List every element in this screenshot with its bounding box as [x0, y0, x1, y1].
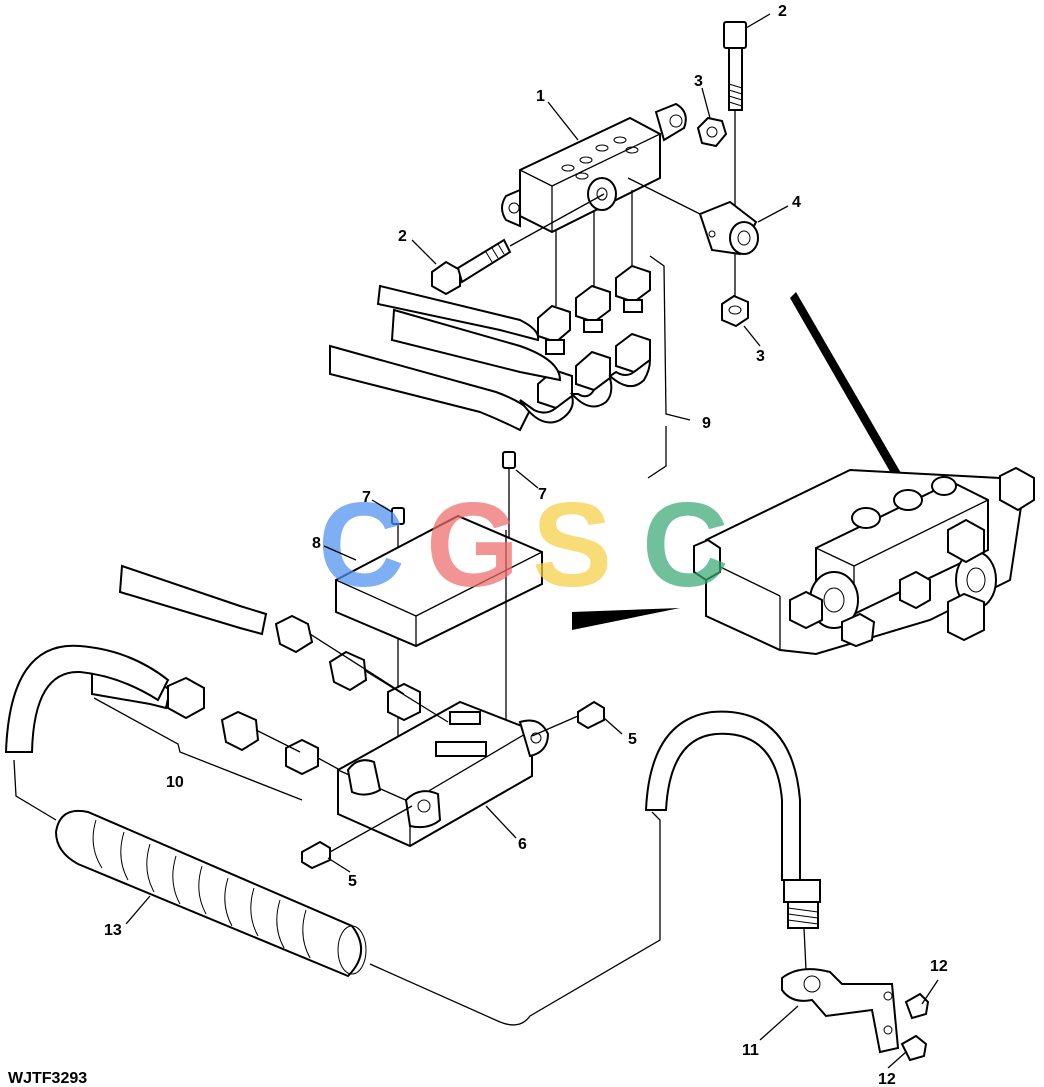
callout-4: 4 [792, 194, 801, 211]
callout-2-left: 2 [398, 228, 407, 245]
screw-12-upper [904, 992, 930, 1020]
hose-fittings-group-10 [91, 564, 449, 801]
callout-13: 13 [104, 922, 122, 939]
callout-11: 11 [742, 1042, 759, 1059]
callout-5-right: 5 [628, 731, 637, 748]
callout-8: 8 [312, 535, 321, 552]
bolt-left [431, 193, 605, 296]
leader-lines [125, 13, 939, 1069]
nut-lower [721, 294, 749, 328]
valve-block [501, 102, 687, 234]
callout-12-lower: 12 [878, 1071, 896, 1087]
callout-3-lower: 3 [756, 348, 765, 365]
mounting-bracket [337, 700, 550, 848]
watermark-letter-c2: C [642, 478, 729, 612]
watermark-letter-c1: C [318, 478, 405, 612]
screw-5-left [301, 805, 413, 870]
figure-code: WJTF3293 [8, 1070, 87, 1087]
hose-clamp-bracket [781, 968, 900, 1054]
callout-3-top: 3 [694, 73, 703, 90]
cover-plate [335, 514, 543, 720]
callout-9: 9 [702, 415, 711, 432]
watermark-letter-s: S [532, 478, 612, 612]
callout-12-upper: 12 [930, 958, 948, 975]
hose-right [644, 710, 821, 971]
callout-10: 10 [166, 774, 184, 791]
hose-left-loop [4, 644, 170, 821]
detail-view-valve [572, 292, 1035, 656]
spacer-sleeve [627, 177, 759, 256]
screw-7-right [502, 451, 516, 540]
protective-sleeve [54, 810, 661, 1026]
screw-12-lower [900, 1034, 928, 1062]
nut-top [696, 116, 728, 148]
screw-5-right [531, 700, 605, 737]
bolt-top [723, 21, 747, 300]
callout-7-left: 7 [362, 489, 371, 506]
watermark-letter-g: G [426, 478, 519, 612]
watermark: C G S C [318, 478, 729, 612]
callout-2-top: 2 [778, 3, 787, 20]
hose-fittings-group [329, 190, 691, 479]
callout-1: 1 [536, 88, 545, 105]
callout-6: 6 [518, 836, 527, 853]
callouts: 1 2 2 3 3 4 5 5 6 7 7 8 9 10 11 12 12 13 [104, 3, 948, 1087]
callout-5-left: 5 [348, 873, 357, 890]
callout-7-right: 7 [538, 486, 547, 503]
